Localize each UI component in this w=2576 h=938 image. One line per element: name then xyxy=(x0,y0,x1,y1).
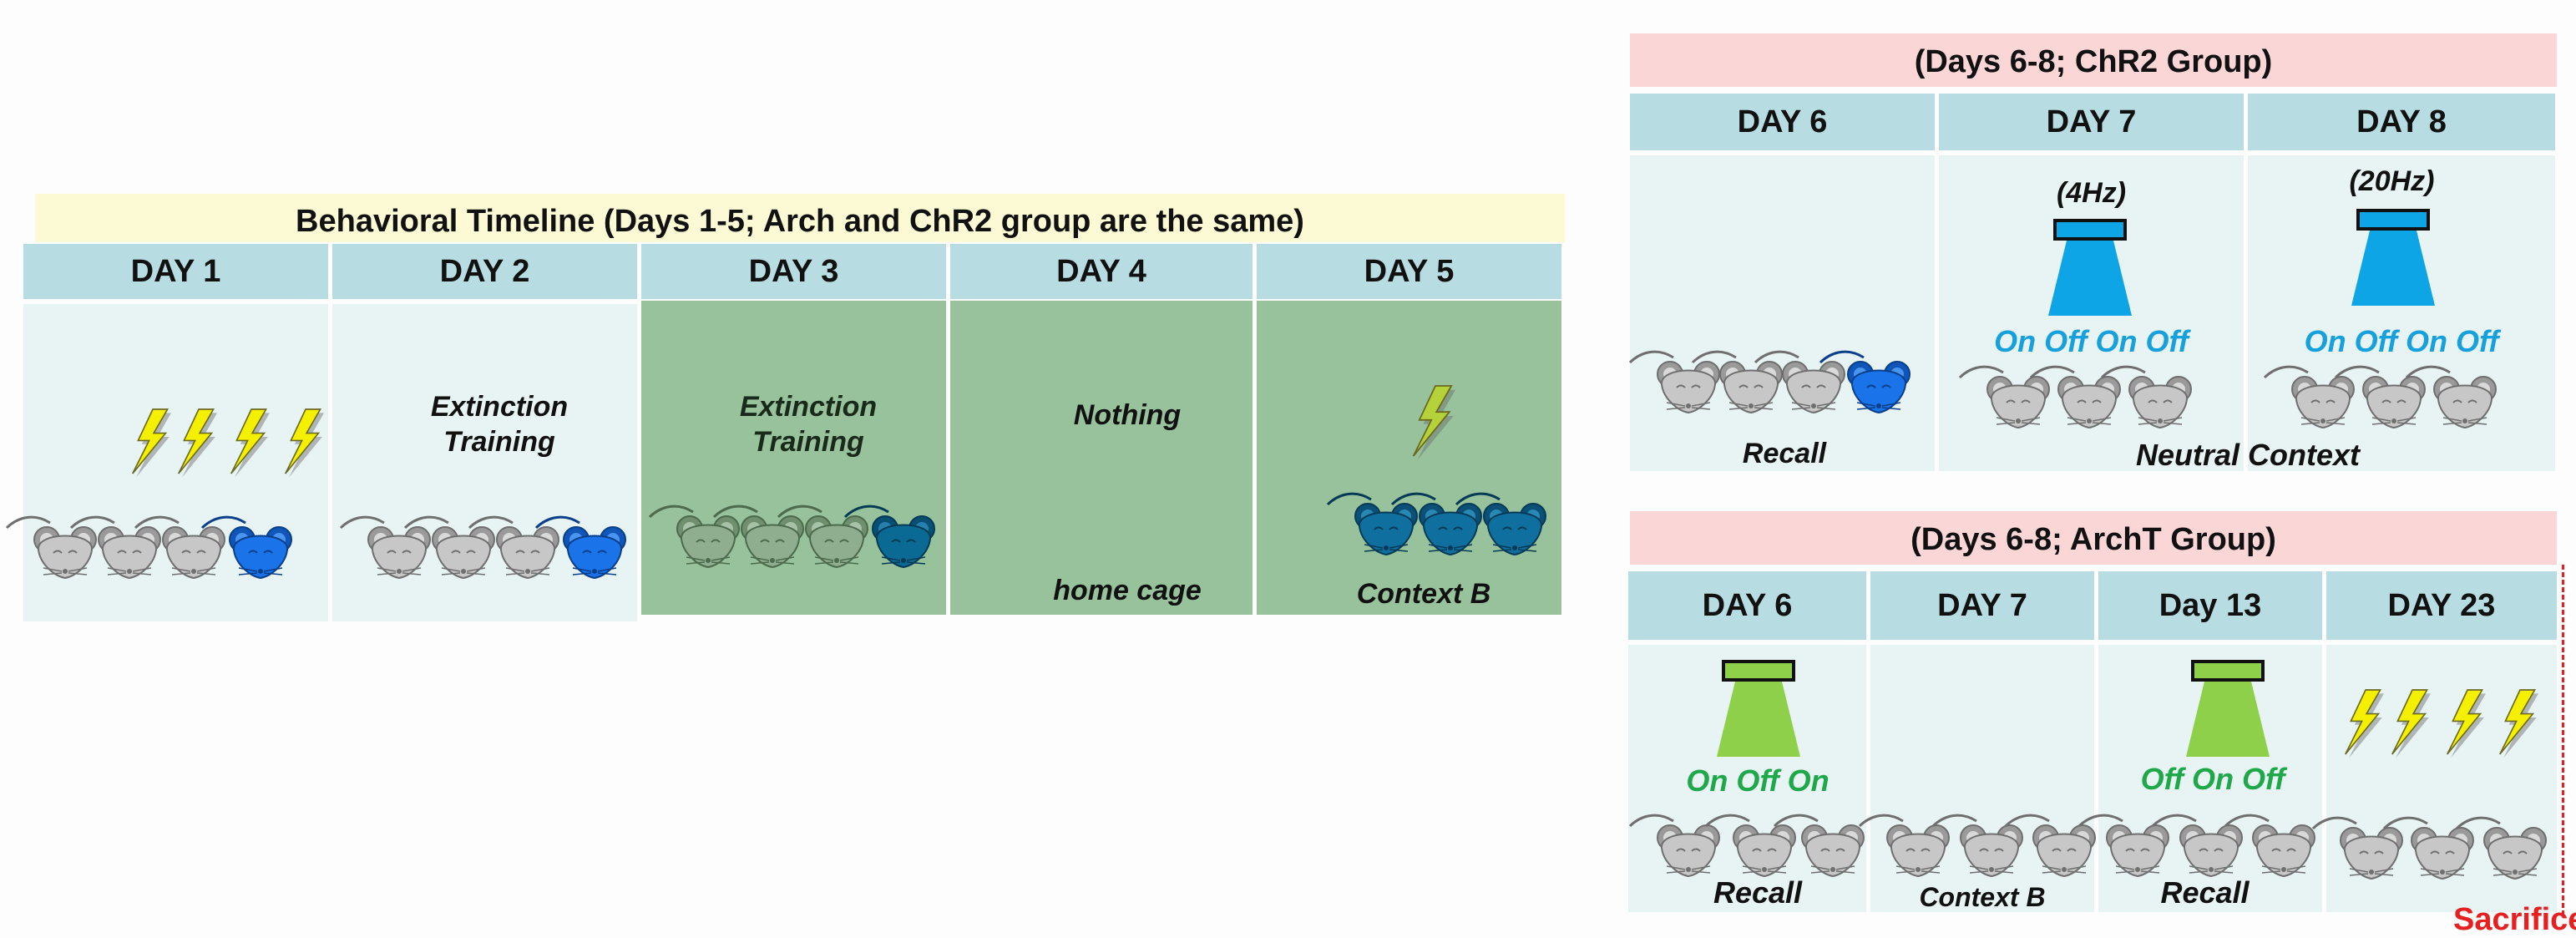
timeline-day4-cell xyxy=(950,301,1253,615)
green-light-source-icon xyxy=(1717,660,1800,757)
archt-day6-pattern: On Off On xyxy=(1686,763,1830,798)
chr2-recall-label: Recall xyxy=(1742,438,1827,469)
archt-day13-header: Day 13 xyxy=(2098,571,2322,640)
mouse-icon xyxy=(2151,814,2243,878)
archt-title-banner xyxy=(1630,511,2557,565)
timeline-day5-header: DAY 5 xyxy=(1257,244,1561,299)
mouse-icon xyxy=(2382,816,2474,880)
mouse-icon xyxy=(2334,365,2426,429)
timeline-day3-header: DAY 3 xyxy=(641,244,946,299)
lightning-bolt-icon xyxy=(285,408,324,478)
lightning-bolt-icon xyxy=(132,408,171,478)
timeline-day4-sublabel: home cage xyxy=(1053,575,1202,606)
mouse-icon xyxy=(777,504,868,569)
mouse-icon xyxy=(1326,492,1418,556)
lightning-bolt-icon xyxy=(178,408,217,478)
archt-title: (Days 6-8; ArchT Group) xyxy=(1910,521,2276,557)
mouse-icon xyxy=(1628,814,1720,878)
archt-day7-header: DAY 7 xyxy=(1870,571,2094,640)
mouse-icon xyxy=(1858,814,1950,878)
mouse-icon xyxy=(1931,814,2023,878)
blue-light-source-icon xyxy=(2351,209,2435,306)
mouse-icon xyxy=(2311,816,2403,880)
archt-day13-label: Recall xyxy=(2160,875,2250,910)
mouse-icon xyxy=(1819,350,1910,414)
lightning-bolt-icon xyxy=(1412,385,1455,460)
mouse-icon xyxy=(5,515,97,580)
archt-day6-label: Recall xyxy=(1713,875,1803,910)
archt-day6-header: DAY 6 xyxy=(1628,571,1866,640)
lightning-bolt-icon xyxy=(230,408,270,478)
timeline-title-banner xyxy=(35,194,1565,242)
chr2-day7-header: DAY 7 xyxy=(1939,94,2244,150)
chr2-day8-pattern: On Off On Off xyxy=(2304,324,2499,358)
mouse-icon xyxy=(843,504,935,569)
timeline-day5-cell xyxy=(1257,301,1561,615)
mouse-icon xyxy=(200,515,292,580)
mouse-icon xyxy=(2405,365,2497,429)
mouse-icon xyxy=(1754,350,1845,414)
mouse-icon xyxy=(69,515,161,580)
chr2-day6-header: DAY 6 xyxy=(1630,94,1935,150)
chr2-day6-cell xyxy=(1630,155,1935,471)
mouse-icon xyxy=(1773,814,1865,878)
timeline-day5-sublabel: Context B xyxy=(1356,578,1491,610)
archt-day23-header: DAY 23 xyxy=(2326,571,2557,640)
lightning-bolt-icon xyxy=(2499,689,2538,758)
mouse-icon xyxy=(1390,492,1482,556)
mouse-icon xyxy=(1958,365,2050,429)
timeline-day1-header: DAY 1 xyxy=(23,244,328,299)
lightning-bolt-icon xyxy=(2391,689,2431,758)
green-light-source-icon xyxy=(2186,660,2270,757)
chr2-title-banner xyxy=(1630,33,2557,87)
chr2-day8-header: DAY 8 xyxy=(2248,94,2555,150)
mouse-icon xyxy=(134,515,225,580)
chr2-day7-pattern: On Off On Off xyxy=(1994,324,2189,358)
mouse-icon xyxy=(339,515,431,580)
mouse-icon xyxy=(648,504,740,569)
archt-day7-label: Context B xyxy=(1919,882,2046,912)
mouse-icon xyxy=(2224,814,2315,878)
timeline-day4-header: DAY 4 xyxy=(950,244,1253,299)
mouse-icon xyxy=(2100,365,2192,429)
mouse-icon xyxy=(534,515,626,580)
chr2-neutral-label: Neutral Context xyxy=(2135,438,2361,472)
timeline-title: Behavioral Timeline (Days 1-5; Arch and … xyxy=(296,203,1304,239)
mouse-icon xyxy=(468,515,559,580)
sacrifice-dashed-line xyxy=(2562,565,2564,915)
mouse-icon xyxy=(712,504,804,569)
lightning-bolt-icon xyxy=(2447,689,2486,758)
mouse-icon xyxy=(1691,350,1783,414)
blue-light-source-icon xyxy=(2048,219,2132,316)
chr2-title: (Days 6-8; ChR2 Group) xyxy=(1914,43,2273,79)
mouse-icon xyxy=(1455,492,1546,556)
lightning-bolt-icon xyxy=(2345,689,2384,758)
mouse-icon xyxy=(2263,365,2355,429)
chr2-day7-freq: (4Hz) xyxy=(2056,177,2127,209)
timeline-day2-label: Extinction Training xyxy=(332,389,666,459)
timeline-day4-label: Nothing xyxy=(1073,399,1182,431)
mouse-icon xyxy=(1704,814,1796,878)
chr2-day8-freq: (20Hz) xyxy=(2349,165,2435,197)
timeline-day3-label: Extinction Training xyxy=(641,389,975,459)
timeline-day2-header: DAY 2 xyxy=(332,244,637,299)
mouse-icon xyxy=(2078,814,2169,878)
day3-label-text: Extinction Training xyxy=(739,391,878,458)
day2-label-text: Extinction Training xyxy=(430,391,569,458)
mouse-icon xyxy=(2455,816,2547,880)
mouse-icon xyxy=(1628,350,1720,414)
archt-day13-pattern: Off On Off xyxy=(2140,762,2285,796)
mouse-icon xyxy=(2004,814,2096,878)
mouse-icon xyxy=(2029,365,2121,429)
mouse-icon xyxy=(403,515,495,580)
